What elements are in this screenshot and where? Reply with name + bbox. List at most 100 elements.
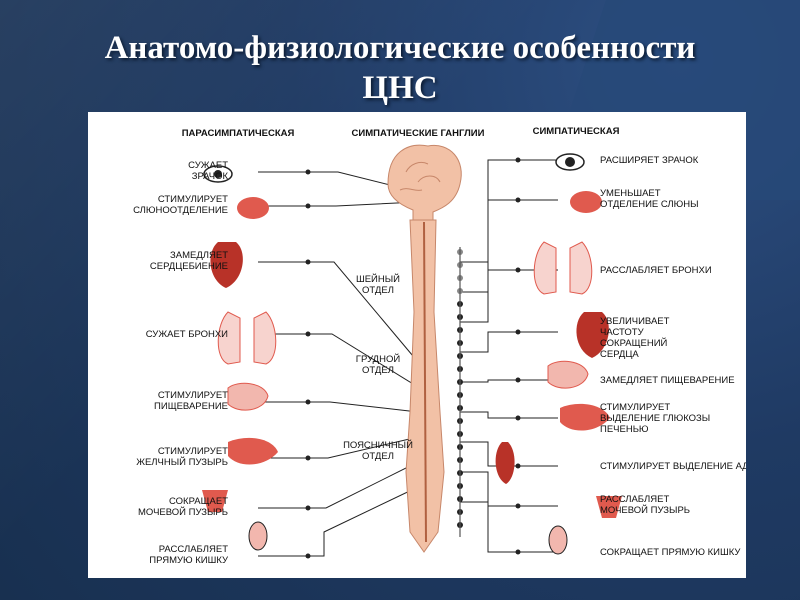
left-effect-label-line: ПРЯМУЮ КИШКУ [149, 555, 229, 566]
nerve-junction [306, 506, 311, 511]
left-effect-label-line: СТИМУЛИРУЕТ [158, 446, 228, 457]
nerve-junction [516, 416, 521, 421]
nerve-junction [516, 198, 521, 203]
adrenal-kidney-icon [496, 442, 515, 484]
right-effect-label-line: УМЕНЬШАЕТ [600, 188, 661, 199]
title-line-1: Анатомо-физиологические особенности [0, 28, 800, 68]
spine-section-label-line: ШЕЙНЫЙ [356, 273, 400, 285]
right-effect-label-line: УВЕЛИЧИВАЕТ [600, 316, 670, 327]
left-effect-label-line: СОКРАЩАЕТ [169, 496, 228, 507]
sympathetic-nerve [460, 412, 558, 418]
spinal-cord [388, 145, 463, 552]
parasympathetic-nerve [258, 402, 418, 412]
right-effect-label: СТИМУЛИРУЕТВЫДЕЛЕНИЕ ГЛЮКОЗЫПЕЧЕНЬЮ [600, 402, 710, 435]
nerve-junction [306, 456, 311, 461]
left-effect-label-line: РАССЛАБЛЯЕТ [159, 544, 228, 555]
nervous-system-diagram: ПАРАСИМПАТИЧЕСКАЯ СИМПАТИЧЕСКИЕ ГАНГЛИИ СИ… [88, 112, 746, 578]
parasympathetic-nerve [258, 462, 418, 508]
right-effect-label-line: РАССЛАБЛЯЕТ БРОНХИ [600, 265, 712, 276]
right-effect-label-line: СОКРАЩАЕТ ПРЯМУЮ КИШКУ [600, 547, 741, 558]
parasympathetic-nerve [258, 202, 418, 206]
left-effect-label-line: СТИМУЛИРУЕТ [158, 390, 228, 401]
nerve-junction [516, 158, 521, 163]
sympathetic-nerve [460, 502, 558, 552]
nerve-junction [516, 550, 521, 555]
right-effect-label: РАСШИРЯЕТ ЗРАЧОК [600, 155, 699, 166]
title-line-2: ЦНС [0, 68, 800, 108]
spine-section-label-line: ПОЯСНИЧНЫЙ [343, 439, 413, 451]
header-sympathetic: СИМПАТИЧЕСКАЯ [533, 126, 620, 137]
header-parasympathetic: ПАРАСИМПАТИЧЕСКАЯ [182, 128, 295, 139]
nerve-junction [516, 378, 521, 383]
nerve-junction [306, 204, 311, 209]
left-effect-label-line: СЕРДЦЕБИЕНИЕ [150, 261, 228, 272]
parasympathetic-nerve [258, 487, 418, 556]
right-effect-label: СОКРАЩАЕТ ПРЯМУЮ КИШКУ [600, 547, 741, 558]
spine-section-label-line: ОТДЕЛ [362, 451, 394, 462]
right-salivary-gland-icon [570, 191, 602, 213]
right-effect-label-line: МОЧЕВОЙ ПУЗЫРЬ [600, 504, 690, 516]
left-effect-label-line: ЖЕЛЧНЫЙ ПУЗЫРЬ [136, 456, 228, 468]
nerve-junction [306, 170, 311, 175]
slide-title: Анатомо-физиологические особенности ЦНС [0, 28, 800, 108]
right-effect-label-line: РАССЛАБЛЯЕТ [600, 494, 669, 505]
nerve-junction [306, 260, 311, 265]
spine-section-label-line: ОТДЕЛ [362, 365, 394, 376]
right-effect-label-line: ЧАСТОТУ [600, 327, 645, 338]
stomach-icon [228, 383, 268, 410]
header-ganglia: СИМПАТИЧЕСКИЕ ГАНГЛИИ [352, 128, 485, 139]
spine-section-label-line: ОТДЕЛ [362, 285, 394, 296]
left-effect-label-line: СУЖАЕТ [188, 160, 228, 171]
right-effect-label: СТИМУЛИРУЕТ ВЫДЕЛЕНИЕ АДРЕНАЛИНА [600, 461, 746, 472]
left-effect-label-line: СУЖАЕТ БРОНХИ [146, 329, 228, 340]
right-pupil-icon [565, 157, 575, 167]
spine-section-label-line: ГРУДНОЙ [356, 353, 401, 365]
nerve-junction [306, 554, 311, 559]
right-effect-label-line: СТИМУЛИРУЕТ [600, 402, 670, 413]
right-effect-label: РАССЛАБЛЯЕТ БРОНХИ [600, 265, 712, 276]
right-effect-label-line: ПЕЧЕНЬЮ [600, 424, 649, 435]
right-effect-label-line: РАСШИРЯЕТ ЗРАЧОК [600, 155, 699, 166]
right-effect-label-line: СТИМУЛИРУЕТ ВЫДЕЛЕНИЕ АДРЕНАЛИНА [600, 461, 746, 472]
left-effect-label-line: СТИМУЛИРУЕТ [158, 194, 228, 205]
nerve-junction [516, 464, 521, 469]
rectum-icon [249, 522, 267, 550]
salivary-gland-icon [237, 197, 269, 219]
nerve-junction [306, 332, 311, 337]
nerve-junction [306, 400, 311, 405]
left-effect-label-line: ПИЩЕВАРЕНИЕ [154, 401, 228, 412]
left-effect-label: СУЖАЕТ БРОНХИ [146, 329, 228, 340]
nerve-junction [516, 268, 521, 273]
diagram-canvas: ПАРАСИМПАТИЧЕСКАЯ СИМПАТИЧЕСКИЕ ГАНГЛИИ СИ… [88, 112, 746, 578]
liver-icon [228, 438, 278, 465]
right-lungs-icon [534, 242, 592, 294]
left-effect-label: СОКРАЩАЕТМОЧЕВОЙ ПУЗЫРЬ [138, 496, 228, 518]
right-effect-label: ЗАМЕДЛЯЕТ ПИЩЕВАРЕНИЕ [600, 375, 735, 386]
sympathetic-nerve [460, 380, 558, 382]
left-effect-label-line: МОЧЕВОЙ ПУЗЫРЬ [138, 506, 228, 518]
right-rectum-icon [549, 526, 567, 554]
right-stomach-icon [548, 361, 588, 388]
right-effect-label-line: СЕРДЦА [600, 349, 639, 360]
right-effect-label-line: ВЫДЕЛЕНИЕ ГЛЮКОЗЫ [600, 413, 710, 424]
right-effect-label-line: СОКРАЩЕНИЙ [600, 337, 668, 349]
right-effect-label: РАССЛАБЛЯЕТМОЧЕВОЙ ПУЗЫРЬ [600, 494, 690, 516]
left-effect-label-line: ЗРАЧОК [192, 171, 229, 182]
nerve-junction [516, 330, 521, 335]
left-effect-label-line: СЛЮНООТДЕЛЕНИЕ [133, 205, 228, 216]
brain-shape [388, 145, 461, 222]
sympathetic-nerve [460, 332, 558, 352]
right-effect-label: УВЕЛИЧИВАЕТЧАСТОТУСОКРАЩЕНИЙСЕРДЦА [600, 316, 670, 360]
left-effect-label-line: ЗАМЕДЛЯЕТ [170, 250, 228, 261]
right-effect-label-line: ОТДЕЛЕНИЕ СЛЮНЫ [600, 199, 699, 210]
nerve-junction [516, 504, 521, 509]
